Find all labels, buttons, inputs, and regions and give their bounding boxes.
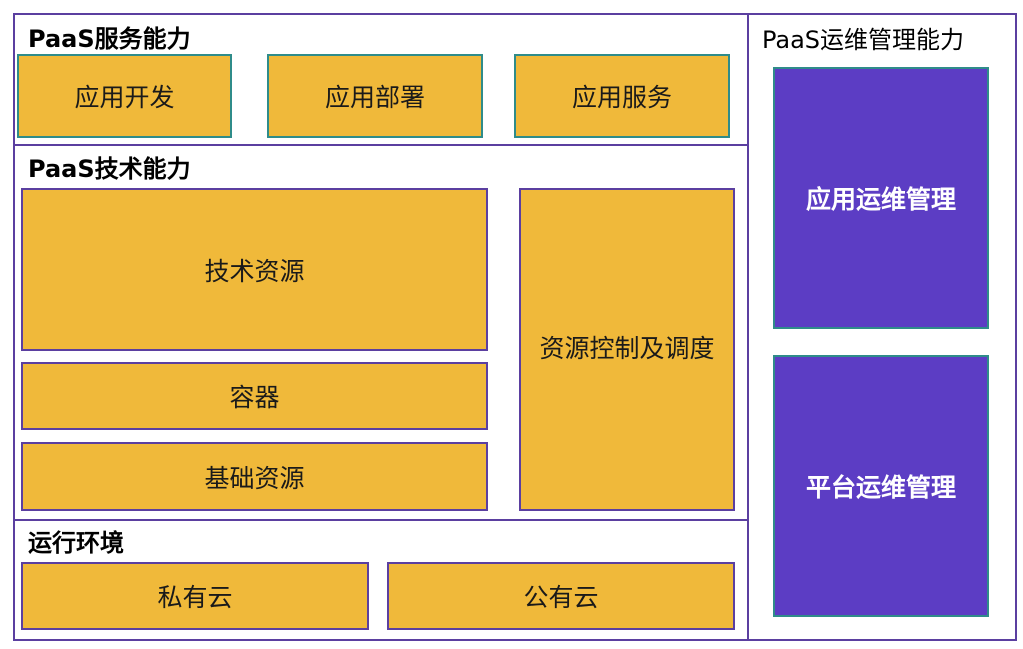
service-capability-title: PaaS服务能力 — [28, 25, 191, 53]
tech-resources-block: 技术资源 — [21, 188, 488, 351]
platform-ops-management-block: 平台运维管理 — [773, 355, 989, 617]
resource-control-scheduling-label: 资源控制及调度 — [539, 334, 715, 364]
app-service-block: 应用服务 — [514, 54, 730, 138]
runtime-environment-title: 运行环境 — [28, 529, 124, 557]
tech-capability-title: PaaS技术能力 — [28, 155, 191, 183]
ops-management-title: PaaS运维管理能力 — [762, 26, 965, 54]
app-development-block: 应用开发 — [17, 54, 232, 138]
container-block: 容器 — [21, 362, 488, 430]
private-cloud-block: 私有云 — [21, 562, 369, 630]
public-cloud-block: 公有云 — [387, 562, 735, 630]
app-deployment-block: 应用部署 — [267, 54, 483, 138]
base-resources-block: 基础资源 — [21, 442, 488, 511]
app-ops-management-block: 应用运维管理 — [773, 67, 989, 329]
resource-control-scheduling-block: 资源控制及调度 — [519, 188, 735, 511]
